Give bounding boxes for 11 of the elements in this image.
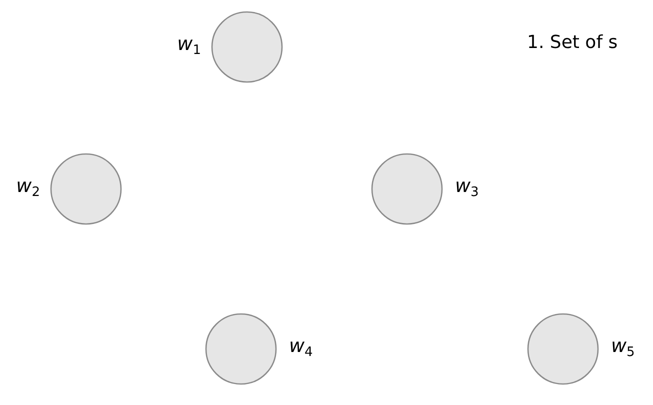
node-label: w$_{5}$ <box>611 337 635 359</box>
circle-node <box>205 313 277 385</box>
node-label: w$_{3}$ <box>455 177 479 199</box>
circle-node <box>50 153 122 225</box>
circle-node <box>211 11 283 83</box>
node-label: w$_{2}$ <box>16 177 40 199</box>
circle-node <box>527 313 599 385</box>
heading-text: 1. Set of s <box>527 32 618 53</box>
circle-node <box>371 153 443 225</box>
node-label: w$_{4}$ <box>289 337 313 359</box>
node-label: w$_{1}$ <box>177 35 201 57</box>
